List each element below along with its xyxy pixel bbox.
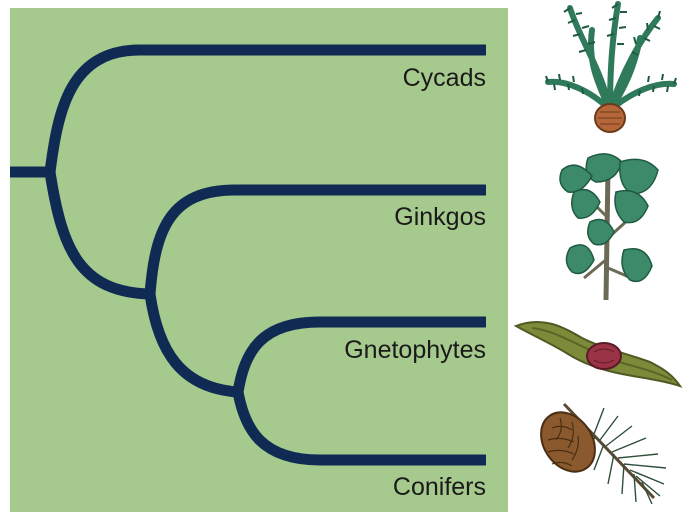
conifer-cone-icon: [534, 398, 674, 508]
cycad-icon: [540, 0, 680, 135]
ginkgo-icon: [548, 148, 668, 303]
branch-inner-clade-2: [150, 294, 238, 392]
label-gnetophytes: Gnetophytes: [344, 336, 486, 365]
label-cycads: Cycads: [403, 64, 486, 93]
branch-inner-clade-1: [50, 172, 150, 294]
label-ginkgos: Ginkgos: [394, 203, 486, 232]
gnetophyte-icon: [512, 312, 684, 396]
label-conifers: Conifers: [393, 473, 486, 502]
branch-conifers: [238, 392, 486, 460]
